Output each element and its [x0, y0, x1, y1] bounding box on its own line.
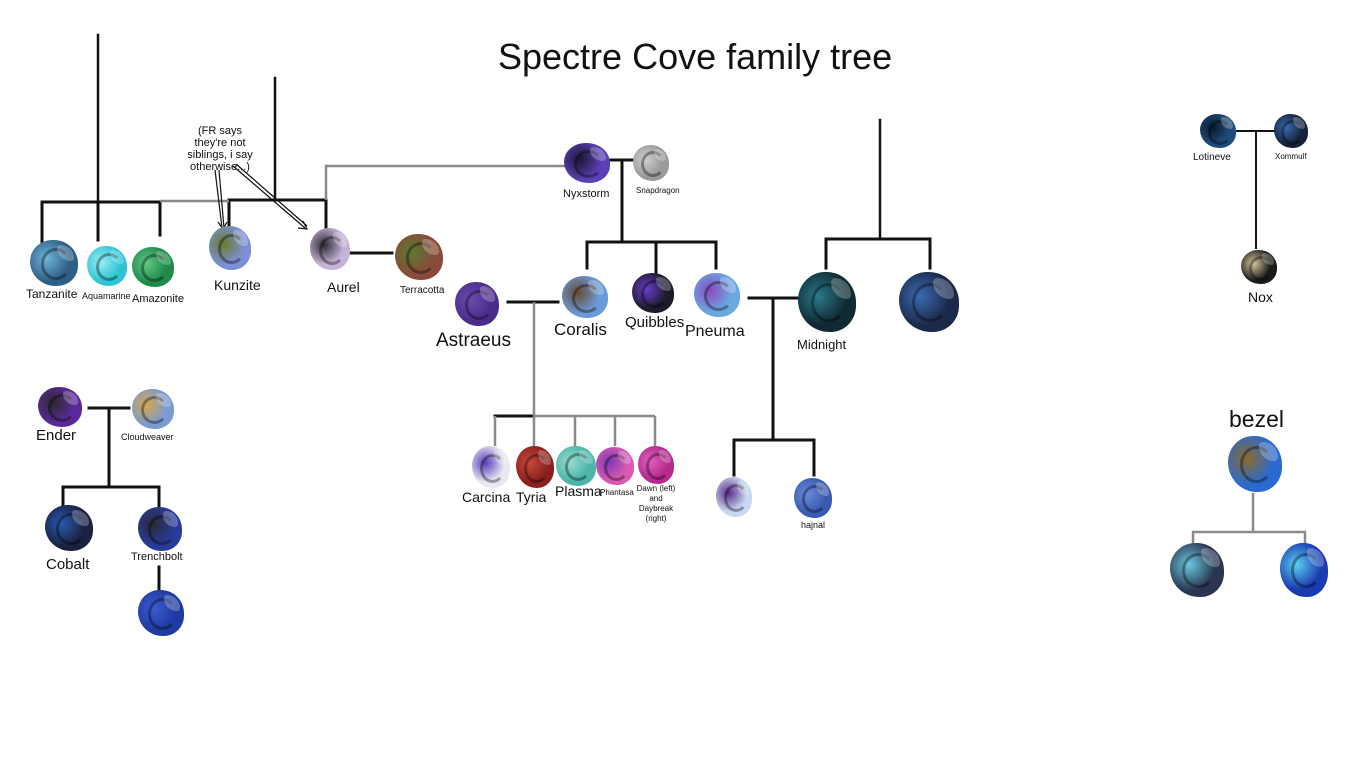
label-line: Daybreak	[638, 504, 674, 513]
dragon-icon-unnamed-child[interactable]	[716, 477, 752, 517]
label-nox: Nox	[1248, 289, 1273, 305]
label-snapdragon: Snapdragon	[636, 186, 680, 195]
note-line: otherwise...)	[190, 161, 250, 173]
label-terracotta: Terracotta	[400, 285, 445, 296]
dragon-icon-plasma[interactable]	[556, 446, 596, 486]
label-plasma: Plasma	[555, 483, 602, 499]
page-title: Spectre Cove family tree	[498, 36, 893, 77]
dragon-icon-nox[interactable]	[1241, 250, 1277, 284]
label-hajnal: hajnal	[801, 520, 826, 530]
label-phantasa: Phantasa	[600, 488, 634, 497]
label-amazonite: Amazonite	[132, 293, 184, 305]
label-kunzite: Kunzite	[214, 277, 261, 293]
label-tyria: Tyria	[516, 489, 547, 505]
label-trenchbolt: Trenchbolt	[131, 551, 183, 563]
note-line: they're not	[194, 137, 246, 149]
label-dawn-daybreak: Dawn (left) and Daybreak (right)	[634, 484, 678, 524]
label-bezel: bezel	[1229, 406, 1284, 432]
dragon-icon-midnight[interactable]	[798, 272, 856, 332]
dragon-icon-unnamed-child[interactable]	[138, 590, 184, 636]
label-carcina: Carcina	[462, 489, 511, 505]
dragon-icon-lotineve[interactable]	[1200, 114, 1236, 148]
label-aurel: Aurel	[327, 279, 360, 295]
dragon-icon-carcina[interactable]	[472, 446, 510, 488]
label-lotineve: Lotineve	[1193, 152, 1231, 163]
dragon-icon-amazonite[interactable]	[132, 247, 174, 287]
label-quibbles: Quibbles	[625, 314, 685, 331]
annotation-note: (FR says they're not siblings, i say oth…	[180, 125, 260, 173]
dragon-icon-unnamed-child[interactable]	[1280, 543, 1328, 597]
dragon-icon-terracotta[interactable]	[395, 234, 443, 280]
dragon-icon-quibbles[interactable]	[632, 273, 674, 313]
label-tanzanite: Tanzanite	[26, 287, 78, 301]
label-aquamarine: Aquamarine	[82, 291, 131, 301]
label-xommulf: Xommulf	[1275, 152, 1307, 161]
note-line: (FR says	[198, 125, 242, 137]
label-coralis: Coralis	[554, 320, 607, 339]
note-line: siblings, i say	[187, 149, 253, 161]
dragon-icon-ender[interactable]	[38, 387, 82, 427]
dragon-icon-coralis[interactable]	[562, 276, 608, 318]
dragon-icon-kunzite[interactable]	[209, 226, 251, 270]
label-ender: Ender	[36, 427, 77, 444]
dragon-icon-tyria[interactable]	[516, 446, 554, 488]
label-pneuma: Pneuma	[685, 323, 745, 340]
dragon-icon-hajnal[interactable]	[794, 478, 832, 518]
dragon-icon-aquamarine[interactable]	[87, 246, 127, 286]
label-line: and	[649, 494, 663, 503]
label-line: Dawn (left)	[636, 484, 676, 493]
dragon-icon-aurel[interactable]	[310, 228, 350, 270]
label-cobalt: Cobalt	[46, 556, 90, 573]
label-astraeus: Astraeus	[436, 330, 511, 351]
dragon-icon-cobalt[interactable]	[45, 505, 93, 551]
dragon-icon-trenchbolt[interactable]	[138, 507, 182, 551]
label-midnight: Midnight	[797, 337, 847, 352]
label-line: (right)	[645, 514, 667, 523]
dragon-icon-tanzanite[interactable]	[30, 240, 78, 286]
dragon-icon-dawn-daybreak[interactable]	[638, 446, 674, 484]
dragon-icon-unnamed-child[interactable]	[1170, 543, 1224, 597]
dragon-icon-pneuma[interactable]	[694, 273, 740, 317]
label-nyxstorm: Nyxstorm	[563, 188, 610, 200]
dragon-icon-xommulf[interactable]	[1274, 114, 1308, 148]
dragon-icon-unnamed-sibling[interactable]	[899, 272, 959, 332]
dragon-icon-snapdragon[interactable]	[633, 145, 669, 181]
dragon-icon-phantasa[interactable]	[596, 447, 634, 485]
dragon-icon-bezel[interactable]	[1228, 436, 1282, 492]
dragon-icon-cloudweaver[interactable]	[132, 389, 174, 429]
dragon-icon-astraeus[interactable]	[455, 282, 499, 326]
label-cloudweaver: Cloudweaver	[121, 432, 174, 442]
dragon-icon-nyxstorm[interactable]	[564, 143, 610, 183]
